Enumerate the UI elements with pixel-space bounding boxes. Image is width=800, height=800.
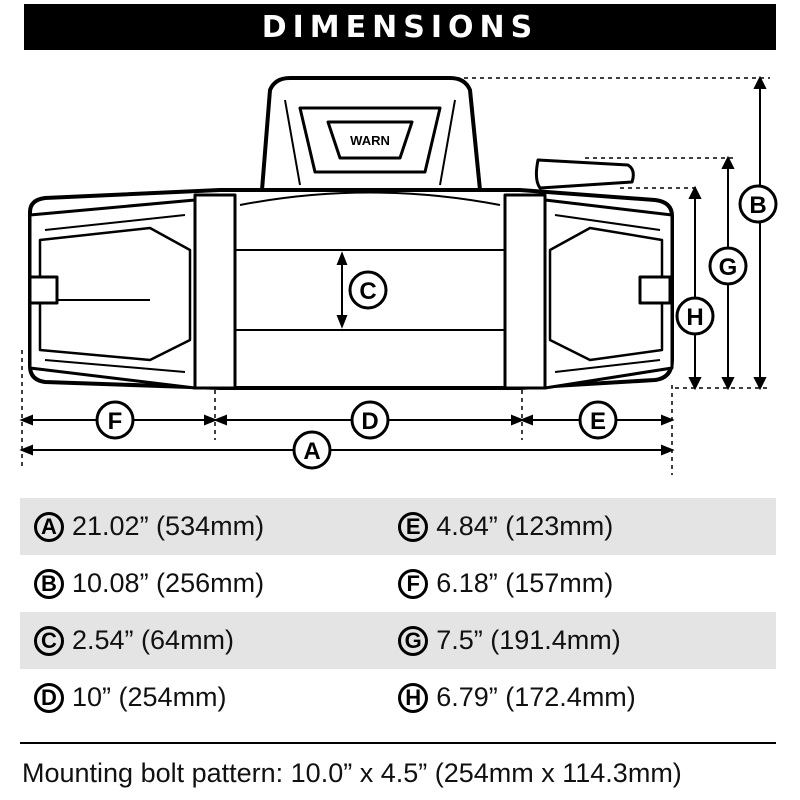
header-bar: DIMENSIONS (24, 4, 776, 50)
spec-a: A 21.02” (534mm) (20, 511, 398, 542)
letter-badge: E (398, 511, 429, 542)
spec-row: A 21.02” (534mm) E 4.84” (123mm) (20, 498, 776, 555)
spec-value: 4.84” (123mm) (436, 511, 614, 541)
label-a: A (292, 430, 332, 470)
spec-value: 10.08” (256mm) (72, 568, 265, 598)
letter-badge: F (398, 568, 429, 599)
label-b: B (738, 184, 778, 224)
letter-badge: B (34, 568, 64, 599)
winch-illustration (28, 76, 674, 390)
divider (20, 742, 776, 744)
letter-badge: D (34, 682, 64, 713)
spec-row: B 10.08” (256mm) F 6.18” (157mm) (20, 555, 776, 612)
svg-text:D: D (361, 408, 378, 435)
spec-g: G 7.5” (191.4mm) (398, 625, 776, 656)
spec-h: H 6.79” (172.4mm) (398, 682, 776, 713)
svg-text:B: B (749, 192, 766, 219)
svg-text:C: C (359, 278, 376, 305)
spec-f: F 6.18” (157mm) (398, 568, 776, 599)
label-d: D (350, 400, 390, 440)
label-f: F (95, 400, 135, 440)
spec-value: 10” (254mm) (72, 682, 227, 712)
svg-text:G: G (719, 254, 738, 281)
letter-badge: A (34, 511, 64, 542)
letter-badge: C (34, 625, 64, 656)
spec-value: 6.79” (172.4mm) (436, 682, 636, 712)
svg-text:A: A (303, 438, 320, 465)
svg-text:F: F (108, 408, 123, 435)
label-h: H (675, 296, 715, 336)
spec-value: 7.5” (191.4mm) (436, 625, 621, 655)
spec-value: 21.02” (534mm) (72, 511, 265, 541)
label-c: C (348, 270, 388, 310)
spec-table: A 21.02” (534mm) E 4.84” (123mm) B 10.08… (20, 498, 776, 726)
winch-logo: WARN (350, 133, 390, 148)
spec-value: 2.54” (64mm) (72, 625, 235, 655)
mounting-bolt-pattern: Mounting bolt pattern: 10.0” x 4.5” (254… (22, 758, 682, 788)
label-g: G (708, 246, 748, 286)
page-title: DIMENSIONS (261, 9, 539, 45)
svg-text:H: H (686, 304, 703, 331)
letter-badge: H (398, 682, 429, 713)
spec-e: E 4.84” (123mm) (398, 511, 776, 542)
winch-diagram: WARN B G H C F D E A (19, 75, 778, 475)
letter-badge: G (398, 625, 429, 656)
spec-row: C 2.54” (64mm) G 7.5” (191.4mm) (20, 612, 776, 669)
spec-c: C 2.54” (64mm) (20, 625, 398, 656)
label-e: E (578, 400, 618, 440)
spec-row: D 10” (254mm) H 6.79” (172.4mm) (20, 669, 776, 726)
spec-value: 6.18” (157mm) (436, 568, 614, 598)
spec-b: B 10.08” (256mm) (20, 568, 398, 599)
spec-d: D 10” (254mm) (20, 682, 398, 713)
svg-text:E: E (590, 408, 606, 435)
dimension-labels: B G H C F D E A (95, 184, 778, 470)
